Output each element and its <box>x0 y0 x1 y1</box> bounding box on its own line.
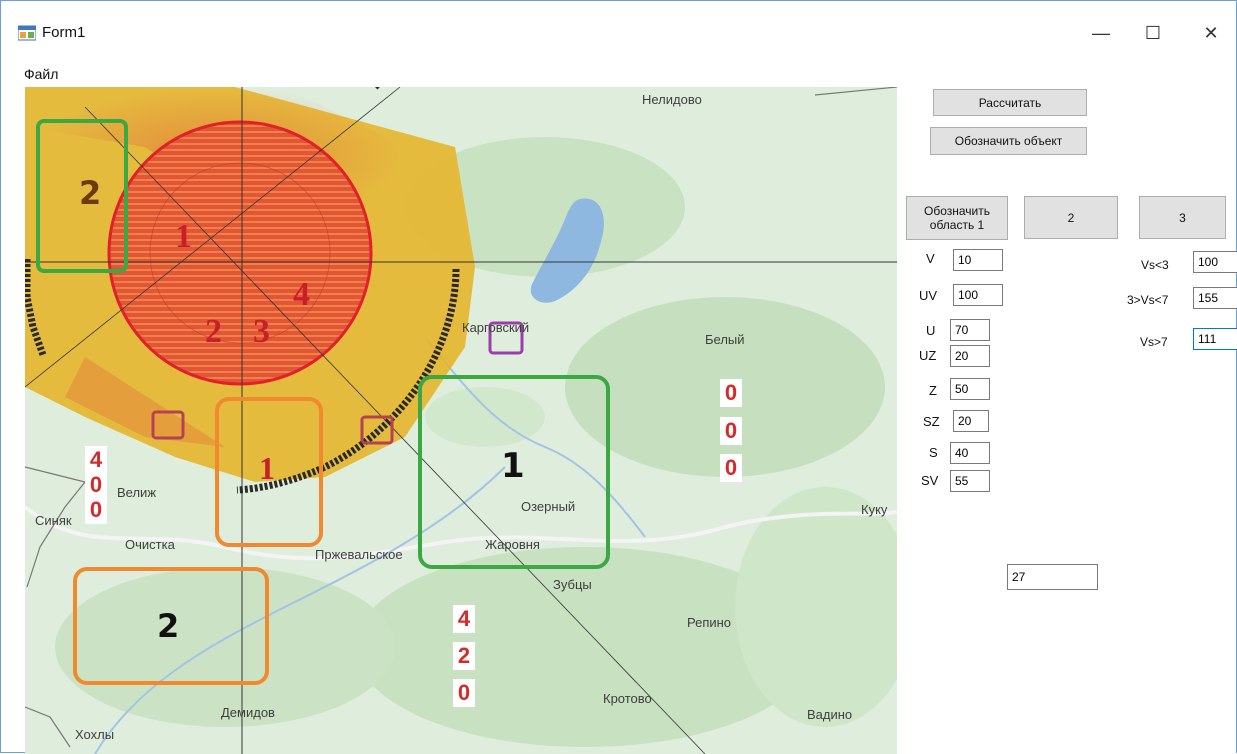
place-label: Репино <box>687 615 732 630</box>
place-label: Куку <box>861 502 888 517</box>
place-label: Очистка <box>125 537 175 552</box>
orange-zone-1 <box>215 397 323 547</box>
maximize-button[interactable]: ☐ <box>1144 23 1162 43</box>
bottom-counter-digit: 0 <box>453 679 475 707</box>
place-label: Жаровня <box>485 537 540 552</box>
u-input[interactable] <box>950 319 990 341</box>
place-label: Карговский <box>462 320 530 335</box>
sector-label-3: 3 <box>253 313 270 350</box>
bottom-counter-digit: 2 <box>453 642 475 670</box>
place-label: Демидов <box>221 705 275 720</box>
sv-input[interactable] <box>950 470 990 492</box>
speed-label-mid: 3>Vs<7 <box>1127 293 1169 307</box>
form-app-icon <box>18 25 36 41</box>
sz-input[interactable] <box>953 410 989 432</box>
place-label: Пржевальское <box>315 547 403 562</box>
mark-area-3-button[interactable]: 3 <box>1139 196 1226 239</box>
green-zone-1 <box>418 375 610 569</box>
menu-bar <box>1 63 1236 87</box>
minimize-button[interactable]: — <box>1092 23 1110 43</box>
uv-input[interactable] <box>953 284 1003 306</box>
sector-label-1: 1 <box>175 218 192 255</box>
left-counter-digit: 0 <box>85 496 107 524</box>
v-input[interactable] <box>953 249 1003 271</box>
object-marker <box>488 321 524 355</box>
speed-label-low: Vs<3 <box>1141 258 1169 272</box>
control-panel <box>897 87 1236 754</box>
speed-low-input[interactable] <box>1193 251 1237 273</box>
field-label-u: U <box>926 323 936 338</box>
window-title: Form1 <box>42 24 86 41</box>
field-label-v: V <box>926 251 935 266</box>
place-label: Зубцы <box>553 577 592 592</box>
map-canvas[interactable]: 1 2 3 4 2 1 1 2 <box>25 87 897 754</box>
field-label-z: Z <box>929 383 937 398</box>
mark-object-button[interactable]: Обозначить объект <box>930 127 1087 155</box>
object-marker <box>151 410 185 440</box>
sector-label-4: 4 <box>293 276 310 313</box>
place-label: Хохлы <box>75 727 115 742</box>
left-counter-digit: 4 <box>85 446 107 474</box>
map-view[interactable]: 1 2 3 4 2 1 1 2 Нелидово Карговский Белы… <box>25 87 897 754</box>
menu-file[interactable]: Файл <box>24 66 59 82</box>
green-zone-2 <box>36 119 128 273</box>
field-label-uv: UV <box>919 288 938 303</box>
place-label: Белый <box>705 332 745 347</box>
place-label: Кротово <box>603 691 652 706</box>
mark-area-1-line1: Обозначить <box>924 204 990 218</box>
right-counter-digit: 0 <box>720 417 742 445</box>
mark-area-1-button[interactable]: Обозначить область 1 <box>906 196 1008 240</box>
green-zone-1-label: 1 <box>501 446 525 486</box>
close-button[interactable]: ✕ <box>1203 23 1219 43</box>
s-input[interactable] <box>950 442 990 464</box>
title-bar: Form1 — ☐ ✕ <box>1 1 1236 53</box>
green-zone-2-label: 2 <box>79 174 101 212</box>
place-label: Озерный <box>521 499 576 514</box>
field-label-sv: SV <box>921 473 939 488</box>
place-label: Велиж <box>117 485 157 500</box>
speed-label-high: Vs>7 <box>1140 335 1168 349</box>
mark-area-1-line2: область 1 <box>929 218 985 232</box>
speed-mid-input[interactable] <box>1193 287 1237 309</box>
mark-area-2-button[interactable]: 2 <box>1024 196 1118 239</box>
sector-label-2: 2 <box>205 313 222 350</box>
result-input[interactable] <box>1007 564 1098 590</box>
field-label-uz: UZ <box>919 348 937 363</box>
uz-input[interactable] <box>950 345 990 367</box>
orange-zone-2-label: 2 <box>157 607 179 645</box>
left-counter-digit: 0 <box>85 471 107 499</box>
calculate-button[interactable]: Рассчитать <box>933 89 1087 116</box>
place-label: Вадино <box>807 707 853 722</box>
right-counter-digit: 0 <box>720 379 742 407</box>
orange-zone-2 <box>73 567 269 685</box>
place-label: Нелидово <box>642 92 702 107</box>
bottom-counter-digit: 4 <box>453 605 475 633</box>
speed-high-input[interactable] <box>1193 328 1237 350</box>
z-input[interactable] <box>950 378 990 400</box>
place-label: Синяк <box>35 513 72 528</box>
field-label-s: S <box>929 445 938 460</box>
right-counter-digit: 0 <box>720 454 742 482</box>
field-label-sz: SZ <box>923 414 940 429</box>
orange-zone-1-label: 1 <box>259 450 275 486</box>
object-marker <box>360 415 394 445</box>
